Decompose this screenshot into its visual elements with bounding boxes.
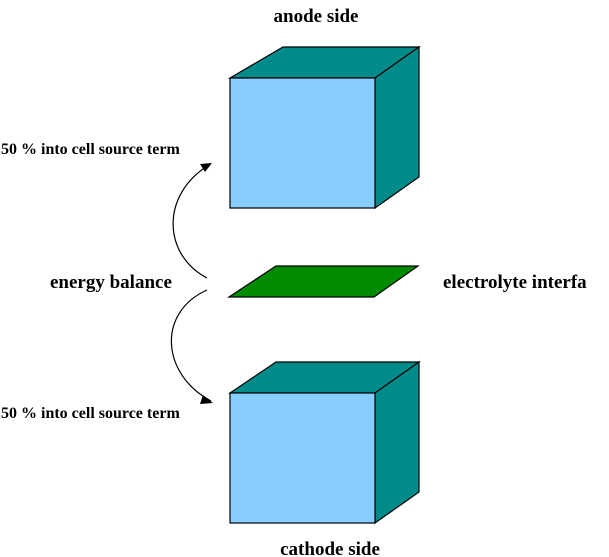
upper-arrow	[172, 163, 212, 279]
upper-arrow-head	[200, 163, 212, 172]
anode-cube-front-face	[229, 77, 376, 209]
upper-arrow-arc	[172, 164, 210, 279]
electrolyte-interface-plane	[227, 265, 420, 298]
electrolyte-interface-label: electrolyte interfa	[443, 272, 587, 293]
cathode-cube	[228, 360, 421, 525]
cathode-side-label: cathode side	[280, 539, 380, 557]
upper-source-term-label: 50 % into cell source term	[1, 141, 180, 158]
lower-arrow-arc	[170, 289, 212, 402]
cathode-cube-front-face	[229, 392, 376, 524]
anode-side-label: anode side	[274, 6, 359, 27]
lower-arrow	[170, 289, 213, 404]
lower-source-term-label: 50 % into cell source term	[1, 405, 180, 422]
energy-balance-label: energy balance	[50, 272, 172, 293]
lower-arrow-head	[200, 395, 213, 404]
anode-cube	[227, 45, 421, 210]
